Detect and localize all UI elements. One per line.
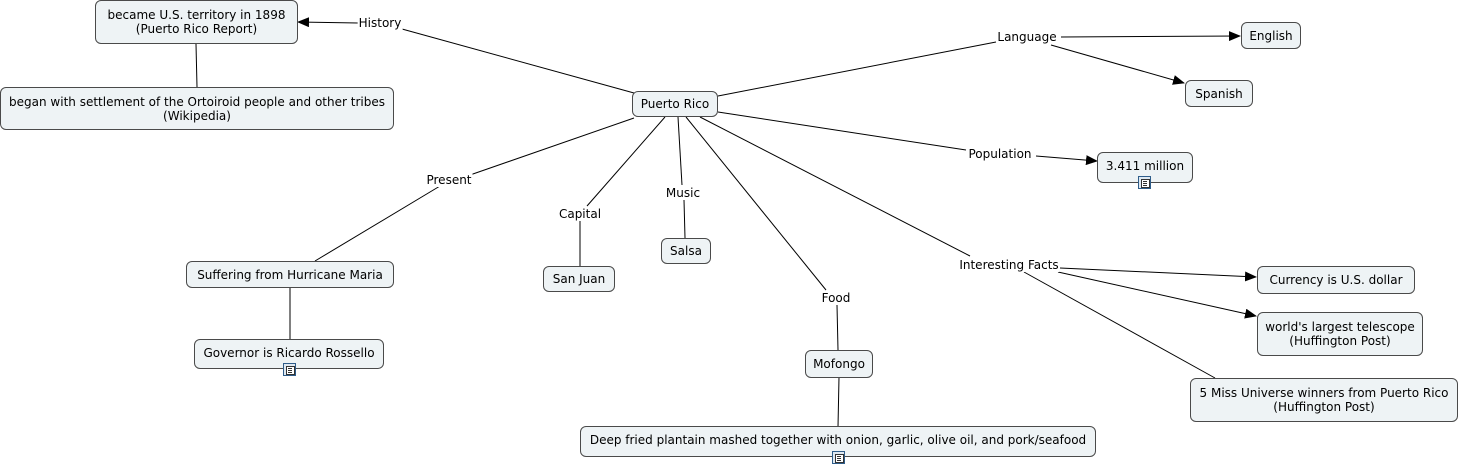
node-salsa-label: Salsa	[670, 244, 702, 258]
node-ortoiroid[interactable]: began with settlement of the Ortoiroid p…	[0, 87, 394, 130]
node-salsa[interactable]: Salsa	[661, 238, 711, 264]
line-facts-missuniverse	[1023, 271, 1216, 379]
line-food-in	[685, 116, 827, 291]
line-history-out	[297, 17, 359, 28]
node-governor-label: Governor is Ricardo Rossello	[203, 346, 375, 360]
line-history-in	[401, 28, 635, 94]
line-facts-currency	[1059, 267, 1257, 282]
document-icon[interactable]	[1138, 176, 1151, 189]
node-miss-universe[interactable]: 5 Miss Universe winners from Puerto Rico…	[1190, 378, 1458, 422]
node-miss-universe-line1: 5 Miss Universe winners from Puerto Rico	[1199, 386, 1449, 400]
line-language-in	[717, 41, 997, 97]
node-spanish[interactable]: Spanish	[1185, 80, 1253, 107]
link-label-interesting-facts: Interesting Facts	[958, 258, 1060, 272]
node-telescope[interactable]: world's largest telescope (Huffington Po…	[1257, 312, 1423, 356]
node-mofongo-description-label: Deep fried plantain mashed together with…	[589, 433, 1087, 447]
line-facts-in	[699, 116, 971, 257]
node-us-territory-line2: (Puerto Rico Report)	[135, 22, 258, 36]
link-label-music: Music	[664, 186, 702, 200]
node-hurricane-maria[interactable]: Suffering from Hurricane Maria	[186, 261, 394, 288]
line-present-in	[469, 117, 635, 176]
link-label-history: History	[357, 16, 403, 30]
node-us-territory[interactable]: became U.S. territory in 1898 (Puerto Ri…	[95, 0, 298, 44]
node-ortoiroid-line2: (Wikipedia)	[163, 108, 231, 123]
line-present-out	[314, 185, 441, 262]
line-language-english	[1060, 31, 1241, 42]
node-hurricane-maria-label: Suffering from Hurricane Maria	[197, 267, 383, 282]
line-mofongo-desc	[837, 376, 840, 428]
node-population-value-label: 3.411 million	[1105, 159, 1185, 173]
link-label-language: Language	[996, 30, 1058, 44]
node-english-label: English	[1249, 28, 1293, 43]
node-telescope-line1: world's largest telescope	[1265, 320, 1415, 334]
node-population-value[interactable]: 3.411 million	[1097, 152, 1193, 183]
link-label-capital: Capital	[557, 207, 603, 221]
node-spanish-label: Spanish	[1195, 86, 1243, 101]
link-label-food: Food	[820, 291, 852, 305]
node-telescope-line2: (Huffington Post)	[1289, 334, 1391, 348]
node-mofongo-label: Mofongo	[813, 357, 865, 371]
link-label-present: Present	[425, 173, 473, 187]
node-ortoiroid-line1: began with settlement of the Ortoiroid p…	[9, 94, 385, 109]
node-mofongo[interactable]: Mofongo	[805, 350, 873, 378]
node-english[interactable]: English	[1241, 22, 1301, 49]
line-music-out	[683, 199, 686, 239]
node-puerto-rico-label: Puerto Rico	[640, 97, 710, 111]
line-population-in	[717, 111, 967, 151]
node-us-territory-line1: became U.S. territory in 1898	[107, 8, 286, 22]
line-language-spanish	[1050, 44, 1185, 85]
line-facts-telescope	[1057, 271, 1257, 319]
line-food-out	[836, 304, 839, 351]
line-capital-in	[586, 116, 666, 207]
line-population-out	[1035, 155, 1098, 166]
link-label-population: Population	[967, 147, 1033, 161]
node-san-juan-label: San Juan	[552, 272, 606, 286]
document-icon[interactable]	[283, 363, 296, 376]
node-governor[interactable]: Governor is Ricardo Rossello	[194, 339, 384, 369]
node-san-juan[interactable]: San Juan	[543, 266, 615, 292]
node-miss-universe-line2: (Huffington Post)	[1273, 400, 1375, 414]
node-currency-label: Currency is U.S. dollar	[1269, 273, 1403, 287]
node-currency[interactable]: Currency is U.S. dollar	[1257, 266, 1415, 294]
line-music-in	[677, 116, 683, 186]
line-territory-ortoiroid	[195, 43, 198, 88]
node-puerto-rico[interactable]: Puerto Rico	[632, 91, 718, 117]
document-icon[interactable]	[832, 451, 845, 464]
